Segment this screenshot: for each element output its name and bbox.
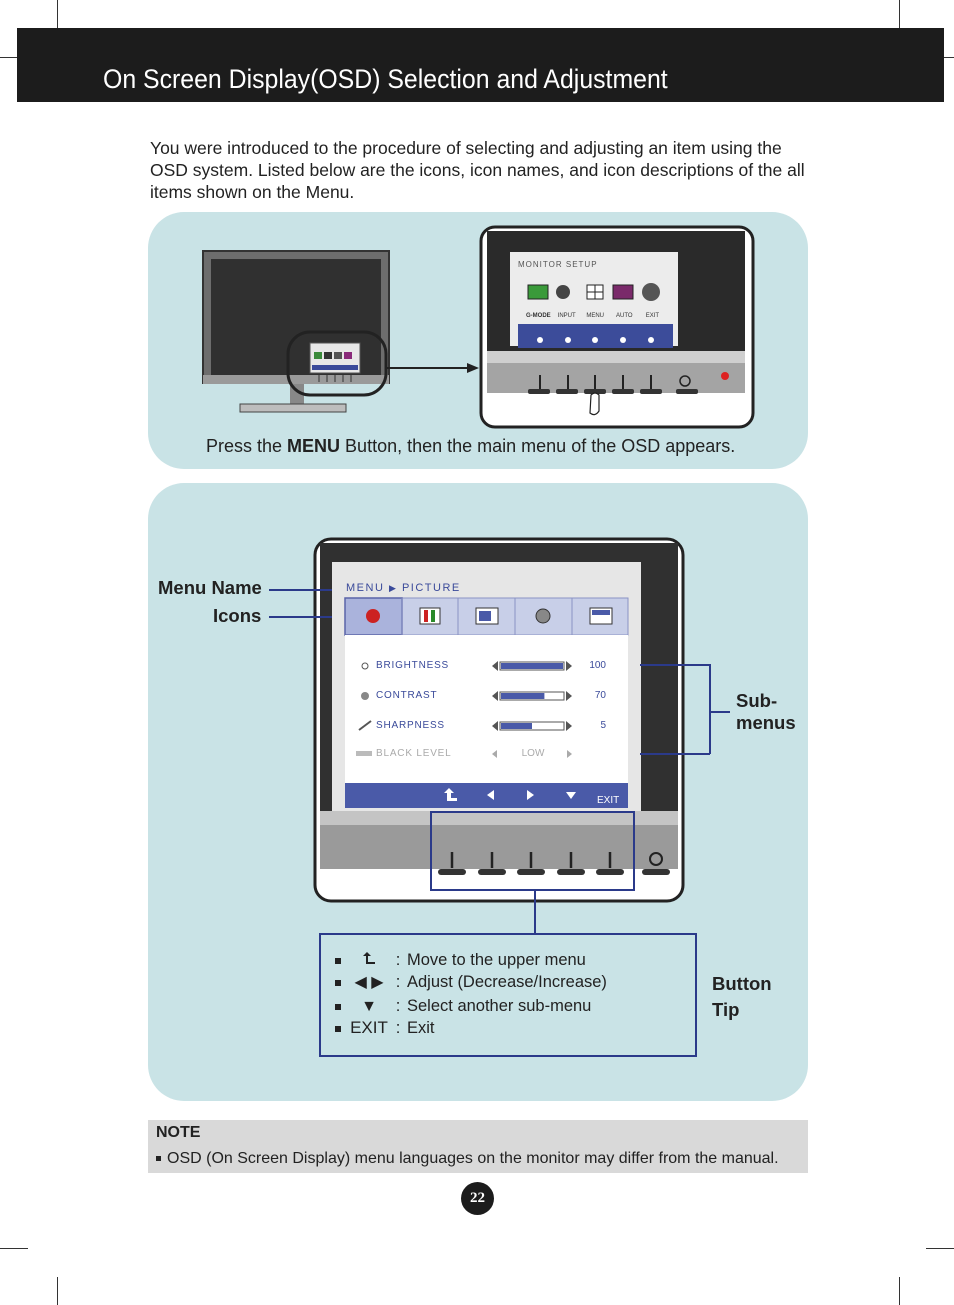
bullet-icon: [335, 979, 341, 986]
menu-caption: Press the MENU Button, then the main men…: [206, 436, 735, 457]
bullet-icon: [335, 1003, 341, 1010]
submenus-label-line: Sub-: [736, 690, 778, 711]
caption-text: Press the: [206, 436, 288, 456]
button-tip-label: Button Tip: [712, 971, 772, 1023]
submenus-leader: [710, 711, 730, 713]
osd-items-mini: G-MODE INPUT MENU AUTO EXIT: [526, 313, 670, 319]
osd-row-label: SHARPNESS: [376, 720, 445, 731]
exit-symbol: EXIT: [350, 1018, 388, 1037]
osd-row-value: 5: [600, 720, 606, 731]
tip-text: Move to the upper menu: [407, 951, 586, 969]
osd-item-gmode: G-MODE: [526, 313, 551, 319]
button-tip-leader: [534, 889, 536, 934]
note-box: NOTE OSD (On Screen Display) menu langua…: [148, 1120, 808, 1173]
tip-row: EXIT: Exit: [335, 1018, 435, 1038]
osd-exit-label: EXIT: [597, 795, 620, 806]
submenus-bracket: [640, 664, 710, 666]
note-text-row: OSD (On Screen Display) menu languages o…: [156, 1150, 779, 1168]
tip-row: : Move to the upper menu: [335, 951, 586, 970]
button-tip-box: : Move to the upper menu ◀ ▶: Adjust (Decr…: [319, 933, 697, 1057]
submenus-label-line: menus: [736, 712, 796, 733]
button-bracket: [430, 811, 635, 891]
submenus-bracket: [709, 664, 711, 754]
breadcrumb-menu: MENU: [346, 582, 385, 594]
slider-arrows: [492, 661, 572, 758]
tip-text: Select another sub-menu: [407, 997, 592, 1015]
osd-row-label: CONTRAST: [376, 690, 438, 701]
tip-colon: :: [395, 951, 401, 969]
icons-leader: [269, 616, 332, 618]
tip-text: Adjust (Decrease/Increase): [407, 973, 607, 991]
osd-row-value: LOW: [521, 748, 545, 759]
caption-text: Button, then the main menu of the OSD ap…: [340, 436, 736, 456]
submenus-label: Sub- menus: [736, 690, 796, 734]
osd-item-auto: AUTO: [616, 313, 633, 319]
note-text: OSD (On Screen Display) menu languages o…: [167, 1150, 779, 1167]
page-number: 22: [461, 1182, 494, 1215]
slider-fill: [501, 723, 532, 729]
slider-fill: [501, 663, 563, 669]
upper-menu-icon: [347, 951, 391, 970]
button-tip-label-line: Tip: [712, 999, 740, 1020]
caption-menu-word: MENU: [287, 436, 341, 456]
osd-title-mini: MONITOR SETUP: [518, 260, 598, 269]
osd-item-input: INPUT: [557, 313, 576, 319]
crop-mark: [0, 57, 17, 58]
crop-mark: [899, 0, 900, 28]
tip-row: ▼: Select another sub-menu: [335, 997, 591, 1016]
osd-item-exit: EXIT: [645, 313, 660, 319]
osd-item-menu: MENU: [586, 313, 605, 319]
osd-breadcrumb: MENU ▶ PICTURE: [346, 582, 461, 594]
breadcrumb-page: PICTURE: [401, 582, 461, 594]
breadcrumb-arrow-icon: ▶: [388, 583, 398, 593]
bullet-icon: [335, 957, 341, 964]
down-arrow-icon: ▼: [361, 998, 377, 1015]
osd-row-label: BRIGHTNESS: [376, 660, 450, 671]
icons-label: Icons: [213, 605, 262, 626]
crop-mark: [57, 0, 58, 28]
crop-mark: [57, 1277, 58, 1305]
crop-mark: [944, 57, 954, 58]
header-bar: [17, 28, 944, 102]
osd-row-value: 70: [594, 690, 606, 701]
crop-mark: [899, 1277, 900, 1305]
bullet-icon: [335, 1025, 341, 1032]
tip-colon: :: [395, 997, 401, 1015]
osd-monitor-illustration: [313, 537, 685, 903]
note-title: NOTE: [156, 1124, 201, 1141]
tip-colon: :: [395, 973, 401, 991]
tip-colon: :: [395, 1019, 401, 1037]
slider-fill: [501, 693, 545, 699]
osd-row-value: 100: [589, 660, 606, 671]
tip-text: Exit: [407, 1019, 435, 1037]
intro-paragraph: You were introduced to the procedure of …: [150, 138, 805, 202]
left-right-arrows-icon: ◀ ▶: [354, 974, 384, 991]
osd-row-label: BLACK LEVEL: [376, 748, 452, 759]
monitor-illustration: [202, 225, 755, 429]
bullet-icon: [156, 1156, 161, 1162]
crop-mark: [0, 1248, 28, 1249]
crop-mark: [926, 1248, 954, 1249]
button-tip-label-line: Button: [712, 973, 772, 994]
page-title: On Screen Display(OSD) Selection and Adj…: [103, 64, 668, 94]
menu-name-leader: [269, 589, 332, 591]
tip-row: ◀ ▶: Adjust (Decrease/Increase): [335, 972, 607, 992]
menu-name-label: Menu Name: [158, 577, 262, 598]
submenus-bracket: [640, 753, 710, 755]
